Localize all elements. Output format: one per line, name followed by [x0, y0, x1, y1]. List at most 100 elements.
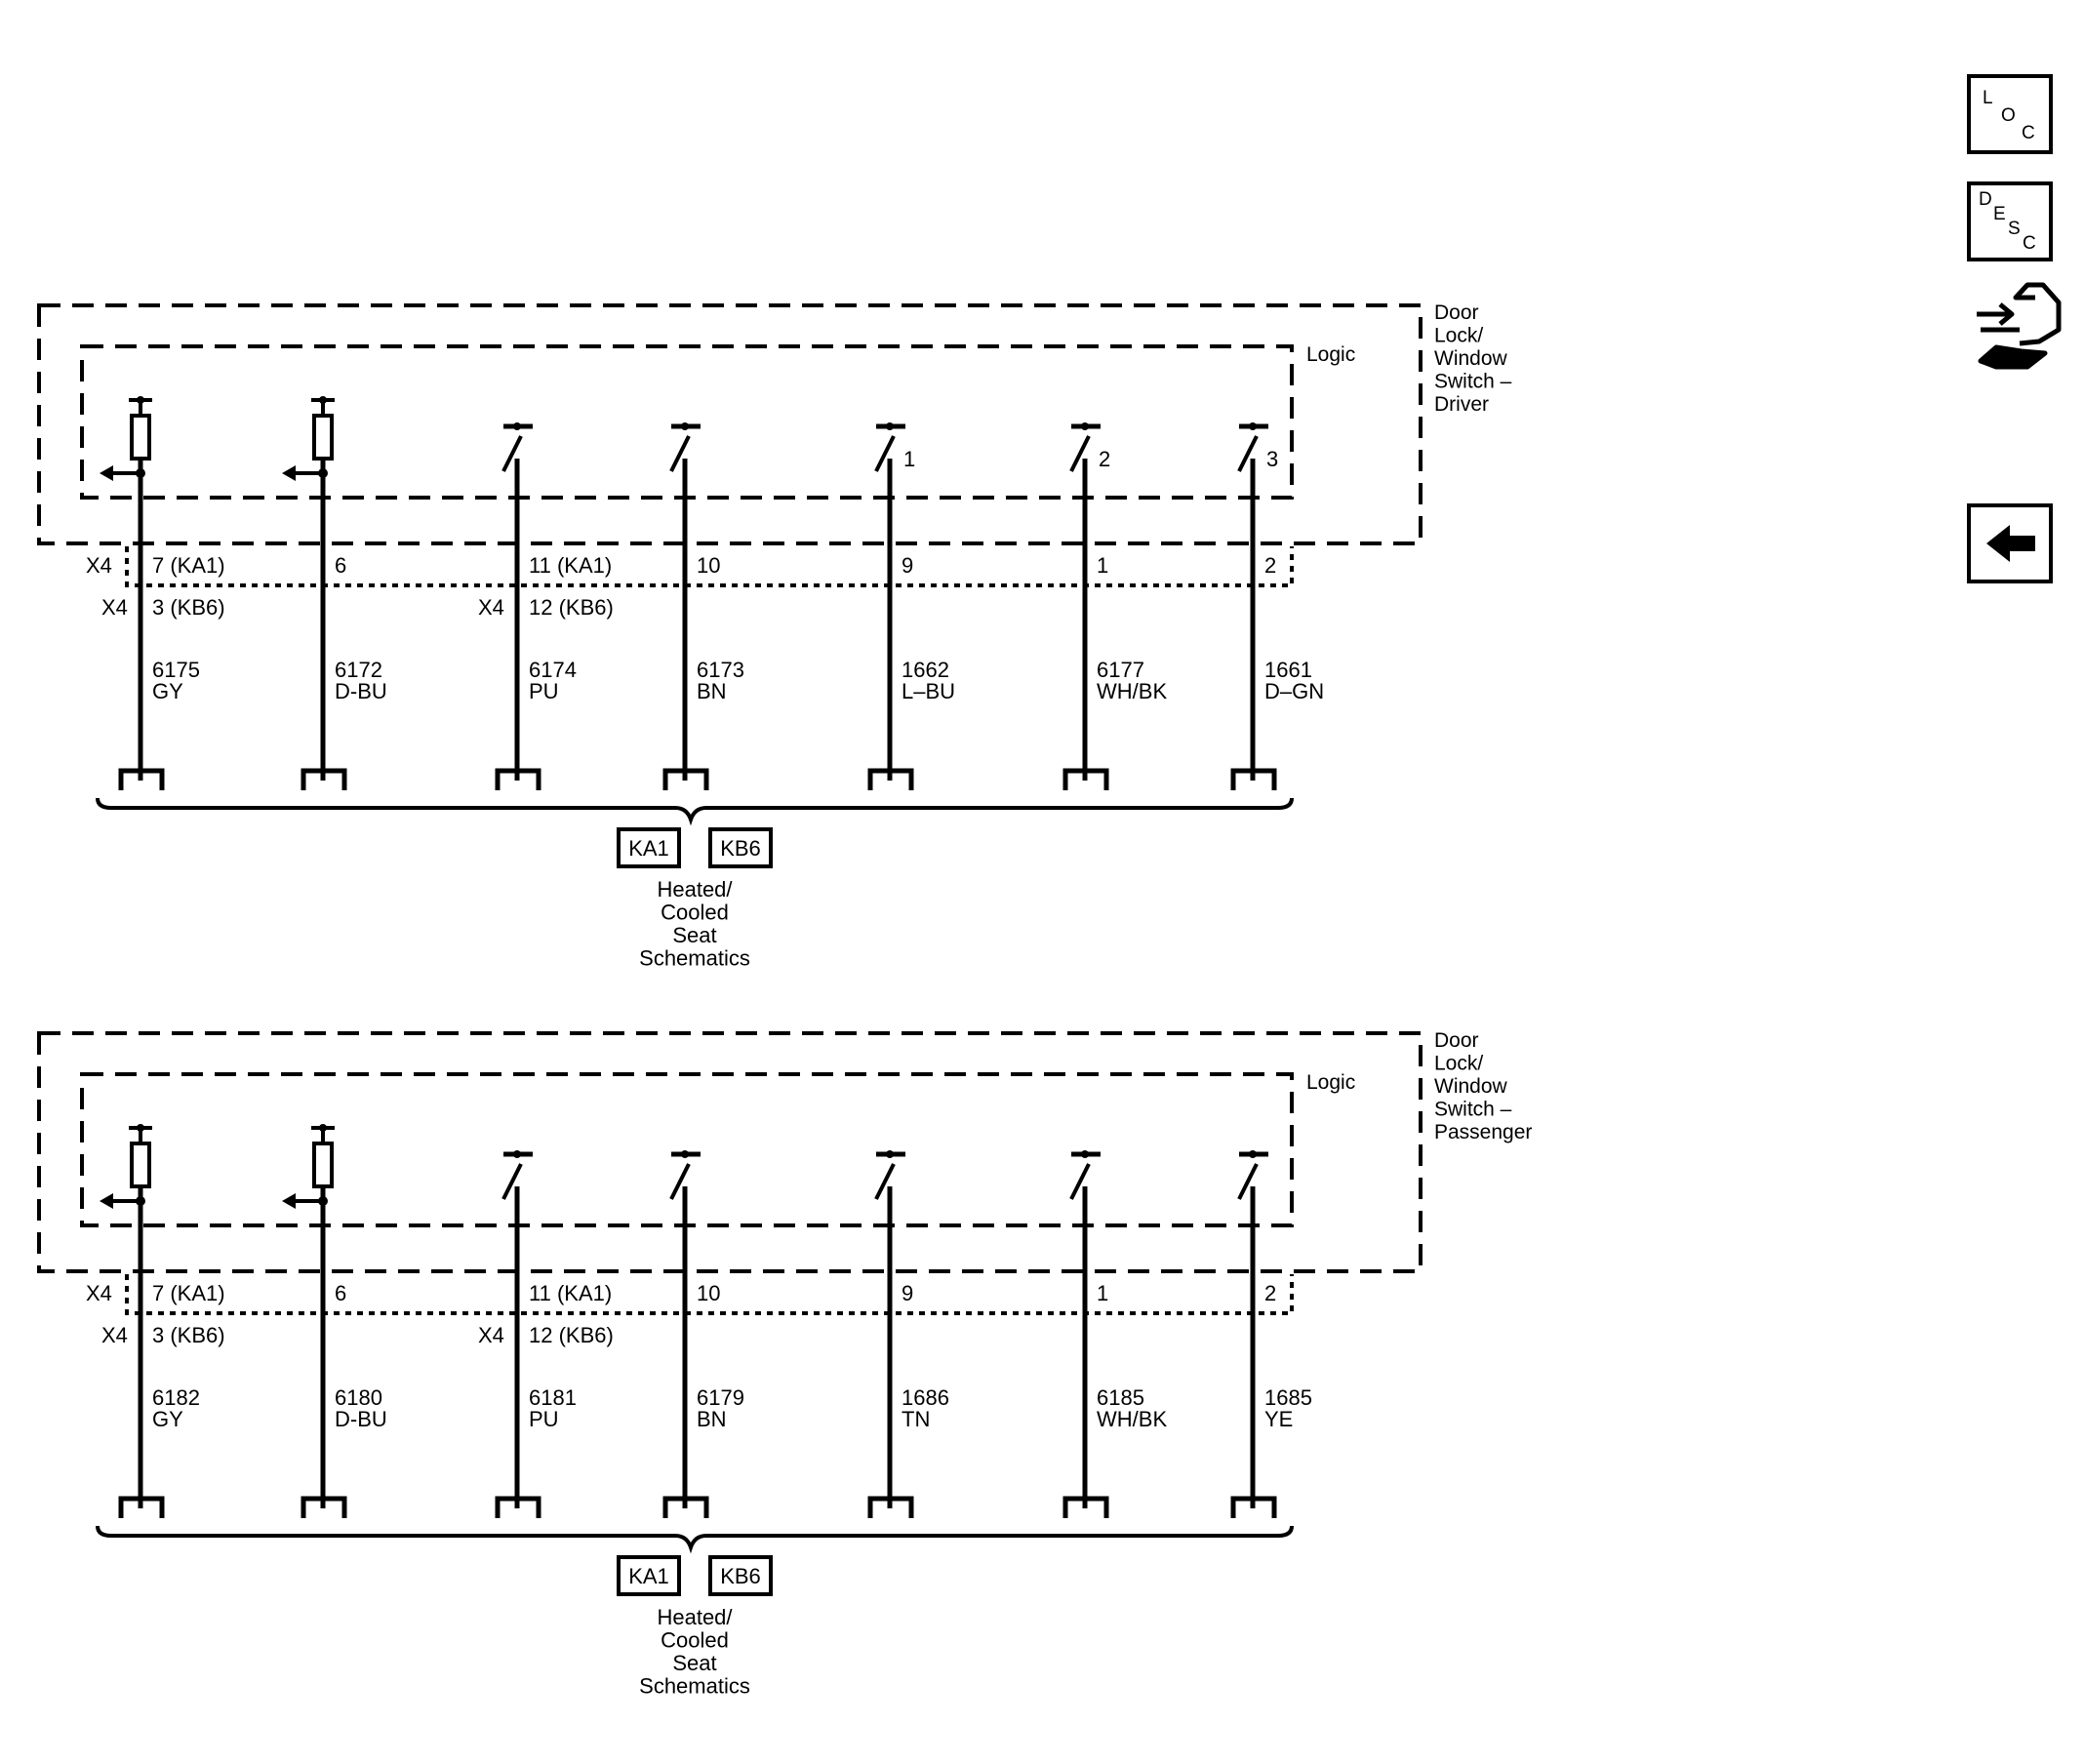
pin-number: 11 (KA1)	[529, 1281, 612, 1305]
switch-contact	[513, 422, 521, 430]
connector-terminal	[867, 768, 914, 790]
desc-icon[interactable]: D E S C	[1967, 181, 2053, 261]
pin-number: 9	[902, 553, 913, 578]
wire-color: D–GN	[1264, 679, 1324, 703]
switch-contact	[886, 1150, 894, 1158]
module-title-line: Window	[1434, 347, 1508, 370]
switch-contact	[1249, 1150, 1257, 1158]
switch-blade	[1237, 435, 1259, 472]
connector-x4-top: X4	[86, 553, 112, 578]
desc-letter-e: E	[1993, 204, 2006, 224]
pin-number: 2	[1264, 1281, 1276, 1305]
connector-terminal	[301, 768, 347, 790]
connector-terminal	[118, 768, 165, 790]
logic-label: Logic	[1306, 1071, 1355, 1094]
loc-letter-o: O	[2001, 105, 2016, 126]
schematic-name-line: Heated/	[657, 877, 733, 902]
connector-band	[125, 1274, 1294, 1315]
circuit-number: 1686	[902, 1385, 949, 1410]
switch-number: 1	[903, 447, 915, 471]
fuse-element	[130, 1142, 151, 1188]
connector-x4-bottom: X4	[101, 595, 128, 620]
circuit-number: 1685	[1264, 1385, 1312, 1410]
wire-color: TN	[902, 1407, 930, 1431]
circuit-number: 6185	[1097, 1385, 1144, 1410]
schematic-reference-ka1[interactable]: KA1	[617, 1555, 681, 1596]
wire-color: PU	[529, 1407, 559, 1431]
connector-terminal	[662, 1496, 709, 1518]
schematic-reference-kb6[interactable]: KB6	[708, 827, 773, 868]
pin-number: 7 (KA1)	[152, 1281, 225, 1305]
switch-contact	[681, 1150, 689, 1158]
arrow-head	[100, 1193, 113, 1209]
connector-terminal	[301, 1496, 347, 1518]
circuit-number: 6175	[152, 658, 200, 682]
module-boundary	[37, 303, 1423, 545]
loc-letter-l: L	[1983, 88, 1993, 108]
switch-blade	[1069, 435, 1091, 472]
group-brace	[96, 1525, 1294, 1554]
schematic-reference-ka1[interactable]: KA1	[617, 827, 681, 868]
hand-wrench-arrow-icon[interactable]	[1977, 282, 2062, 370]
switch-contact	[1081, 1150, 1089, 1158]
switch-contact	[681, 422, 689, 430]
back-arrow-icon[interactable]	[1967, 503, 2053, 583]
desc-letter-d: D	[1979, 189, 1992, 210]
module-title-line: Door	[1434, 301, 1479, 324]
reference-box	[708, 827, 773, 868]
pin-number-alt: 3 (KB6)	[152, 1323, 225, 1347]
switch-contact	[886, 422, 894, 430]
connector-terminal	[495, 1496, 541, 1518]
schematic-name-line: Heated/	[657, 1605, 733, 1629]
reference-label: KA1	[628, 1564, 669, 1588]
schematic-reference-kb6[interactable]: KB6	[708, 1555, 773, 1596]
switch-blade	[501, 435, 523, 472]
arrow-head	[100, 465, 113, 481]
pin-number-alt: 12 (KB6)	[529, 1323, 614, 1347]
wire-color: D-BU	[335, 1407, 387, 1431]
pin-number: 10	[697, 1281, 720, 1305]
loc-letter-c: C	[2022, 123, 2035, 143]
wire-color: GY	[152, 1407, 183, 1431]
pin-number-alt: 3 (KB6)	[152, 595, 225, 620]
circuit-number: 6177	[1097, 658, 1144, 682]
desc-letter-c: C	[2023, 233, 2036, 254]
connector-terminal	[1230, 1496, 1277, 1518]
wire-color: WH/BK	[1097, 1407, 1167, 1431]
connector-terminal	[662, 768, 709, 790]
switch-contact	[513, 1150, 521, 1158]
schematic-name-line: Cooled	[661, 1628, 729, 1653]
circuit-number: 6173	[697, 658, 744, 682]
reference-label: KB6	[720, 1564, 761, 1588]
switch-blade	[874, 435, 896, 472]
wire-color: YE	[1264, 1407, 1293, 1431]
schematic-name-line: Cooled	[661, 901, 729, 925]
connector-terminal	[1062, 768, 1109, 790]
loc-icon[interactable]: L O C	[1967, 74, 2053, 154]
wire-color: BN	[697, 679, 727, 703]
schematic-name-line: Seat	[672, 923, 716, 947]
circuit-number: 6181	[529, 1385, 577, 1410]
desc-letter-s: S	[2008, 219, 2021, 239]
schematic-name-line: Seat	[672, 1651, 716, 1675]
switch-blade	[669, 1163, 691, 1200]
module-title-line: Passenger	[1434, 1121, 1532, 1143]
switch-blade	[874, 1163, 896, 1200]
pin-number: 6	[335, 1281, 346, 1305]
circuit-number: 6174	[529, 658, 577, 682]
switch-blade	[1237, 1163, 1259, 1200]
